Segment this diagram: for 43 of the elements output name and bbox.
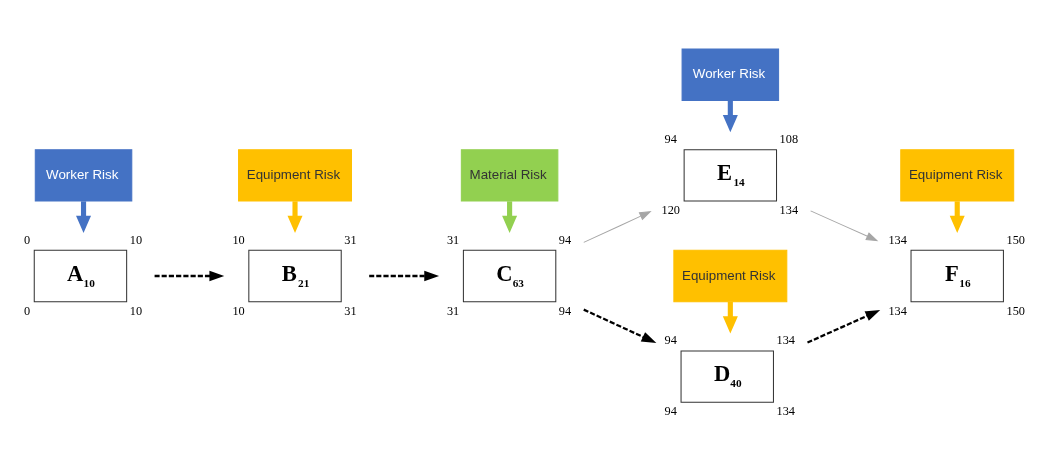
node-label: 31 <box>446 232 460 247</box>
node-box: B$_{21}$ <box>248 249 342 303</box>
node-box: Worker Risk <box>681 48 780 101</box>
node-label: 94 <box>664 333 677 348</box>
node-label: 134 <box>888 303 907 318</box>
node-label: 150 <box>1006 232 1025 247</box>
node-label: 94 <box>664 404 677 419</box>
node-label: 31 <box>344 303 357 318</box>
node-label: 10 <box>129 232 143 247</box>
node-box: D$_{40}$ <box>680 350 774 403</box>
arrow <box>583 308 657 344</box>
node-box: E$_{14}$ <box>683 149 778 202</box>
node-label: 134 <box>888 232 907 247</box>
node-label: 10 <box>129 303 143 318</box>
node-box: Equipment Risk <box>900 149 1015 202</box>
arrow <box>583 211 652 243</box>
node-box: Material Risk <box>460 149 559 202</box>
node-label: 150 <box>1006 303 1025 318</box>
node-box: C$_{63}$ <box>462 249 557 303</box>
node-label: 10 <box>232 303 245 318</box>
node-label: 134 <box>779 202 799 217</box>
node-label: 94 <box>558 303 572 318</box>
node-label: 10 <box>232 232 245 247</box>
arrow <box>807 310 881 344</box>
node-label: 0 <box>23 232 31 247</box>
node-label: 31 <box>344 232 357 247</box>
node-label: 134 <box>776 404 795 419</box>
node-label: 0 <box>23 303 31 318</box>
arrow <box>369 270 440 282</box>
node-label: 134 <box>776 333 795 348</box>
node-box: A$_{10}$ <box>33 249 128 303</box>
node-box: F$_{16}$ <box>910 249 1004 303</box>
arrow <box>287 201 303 233</box>
node-label: 94 <box>558 232 572 247</box>
arrow <box>154 270 225 282</box>
node-box: Worker Risk <box>34 149 133 202</box>
node-box: Equipment Risk <box>238 149 352 202</box>
node-label: 108 <box>779 132 799 147</box>
node-label: 94 <box>664 132 677 147</box>
node-label: 120 <box>661 202 681 217</box>
arrow <box>810 210 879 242</box>
node-box: Equipment Risk <box>673 249 788 303</box>
node-label: 31 <box>446 303 460 318</box>
